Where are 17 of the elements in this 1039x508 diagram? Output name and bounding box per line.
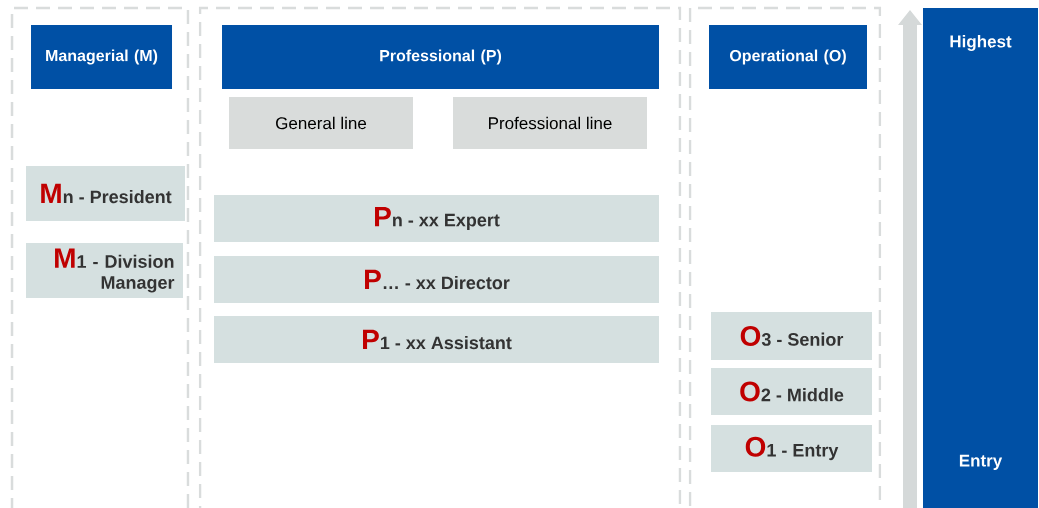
column-frame [10, 6, 190, 508]
track-box: General line [229, 97, 413, 149]
node-label: n - President [63, 189, 172, 204]
grade-box: Mn - President [26, 166, 185, 221]
column-frame [688, 6, 882, 508]
grade-box: P… - xx Director [214, 256, 659, 303]
column-frame [198, 6, 682, 508]
header-box: Professional (P) [222, 25, 659, 89]
grade-box: O3 - Senior [711, 312, 872, 360]
grade-box: P1 - xx Assistant [214, 316, 659, 363]
track-box: Professional line [453, 97, 647, 149]
grade-box: M1 - Division Manager [26, 243, 183, 298]
grade-box: O2 - Middle [711, 368, 872, 415]
header-box: Managerial (M) [31, 25, 172, 89]
node-label: M [41, 183, 61, 204]
header-box: Operational (O) [709, 25, 867, 89]
level-bar: Highest Entry [923, 8, 1038, 508]
